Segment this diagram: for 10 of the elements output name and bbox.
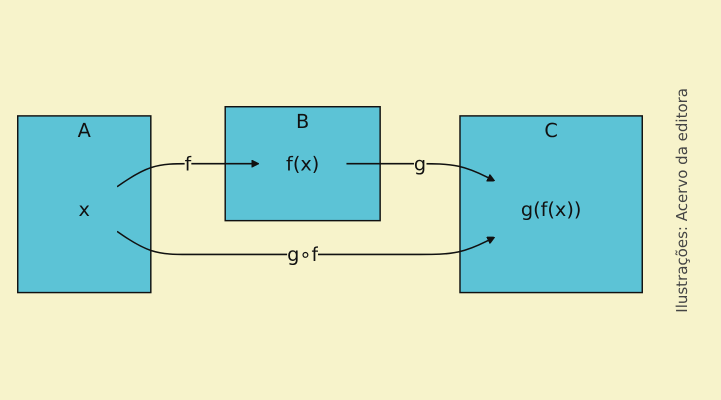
node-text: f(x) xyxy=(286,152,320,176)
credit-note: Ilustrações: Acervo da editora xyxy=(673,88,692,312)
edge-label: g∘f xyxy=(287,243,318,266)
edge-label: g xyxy=(414,152,426,176)
edge-label: f xyxy=(184,152,192,176)
arrow xyxy=(346,163,496,182)
node-text: x xyxy=(78,198,90,221)
arrow xyxy=(116,231,496,256)
node-text: g(f(x)) xyxy=(520,198,582,221)
arrow xyxy=(116,160,260,188)
